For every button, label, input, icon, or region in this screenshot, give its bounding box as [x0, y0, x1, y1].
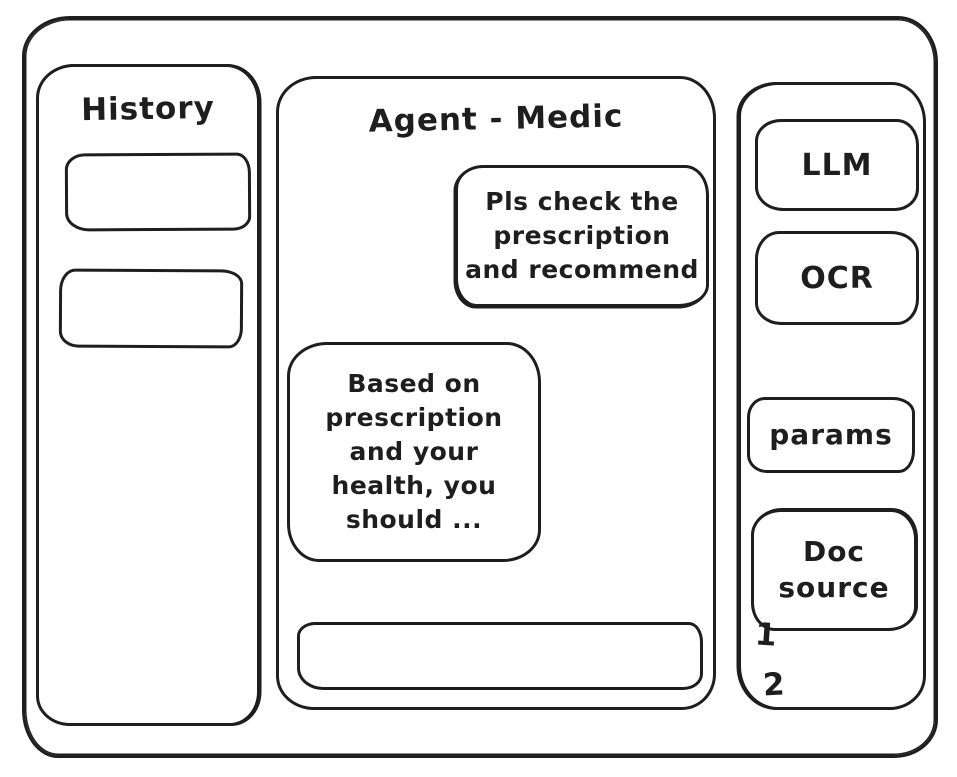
- history-item[interactable]: [58, 268, 244, 349]
- doc-source-number-1: 1: [753, 616, 778, 654]
- chat-panel: Agent - Medic Pls check the prescription…: [276, 76, 716, 710]
- tool-doc-source-button[interactable]: Doc source: [751, 509, 917, 631]
- history-item[interactable]: [64, 152, 252, 232]
- tool-llm-button[interactable]: LLM: [755, 119, 919, 211]
- tool-params-button[interactable]: params: [747, 397, 915, 473]
- history-sidebar: History: [36, 64, 260, 726]
- tools-panel: LLM OCR params Doc source 1 2: [738, 82, 926, 710]
- agent-message-bubble: Based on prescription and your health, y…: [287, 342, 541, 562]
- message-input[interactable]: [297, 622, 703, 690]
- doc-source-number-2: 2: [762, 666, 786, 704]
- chat-title: Agent - Medic: [368, 98, 624, 140]
- tool-ocr-button[interactable]: OCR: [755, 231, 919, 325]
- history-title: History: [80, 89, 216, 129]
- user-message-bubble: Pls check the prescription and recommend: [455, 165, 709, 307]
